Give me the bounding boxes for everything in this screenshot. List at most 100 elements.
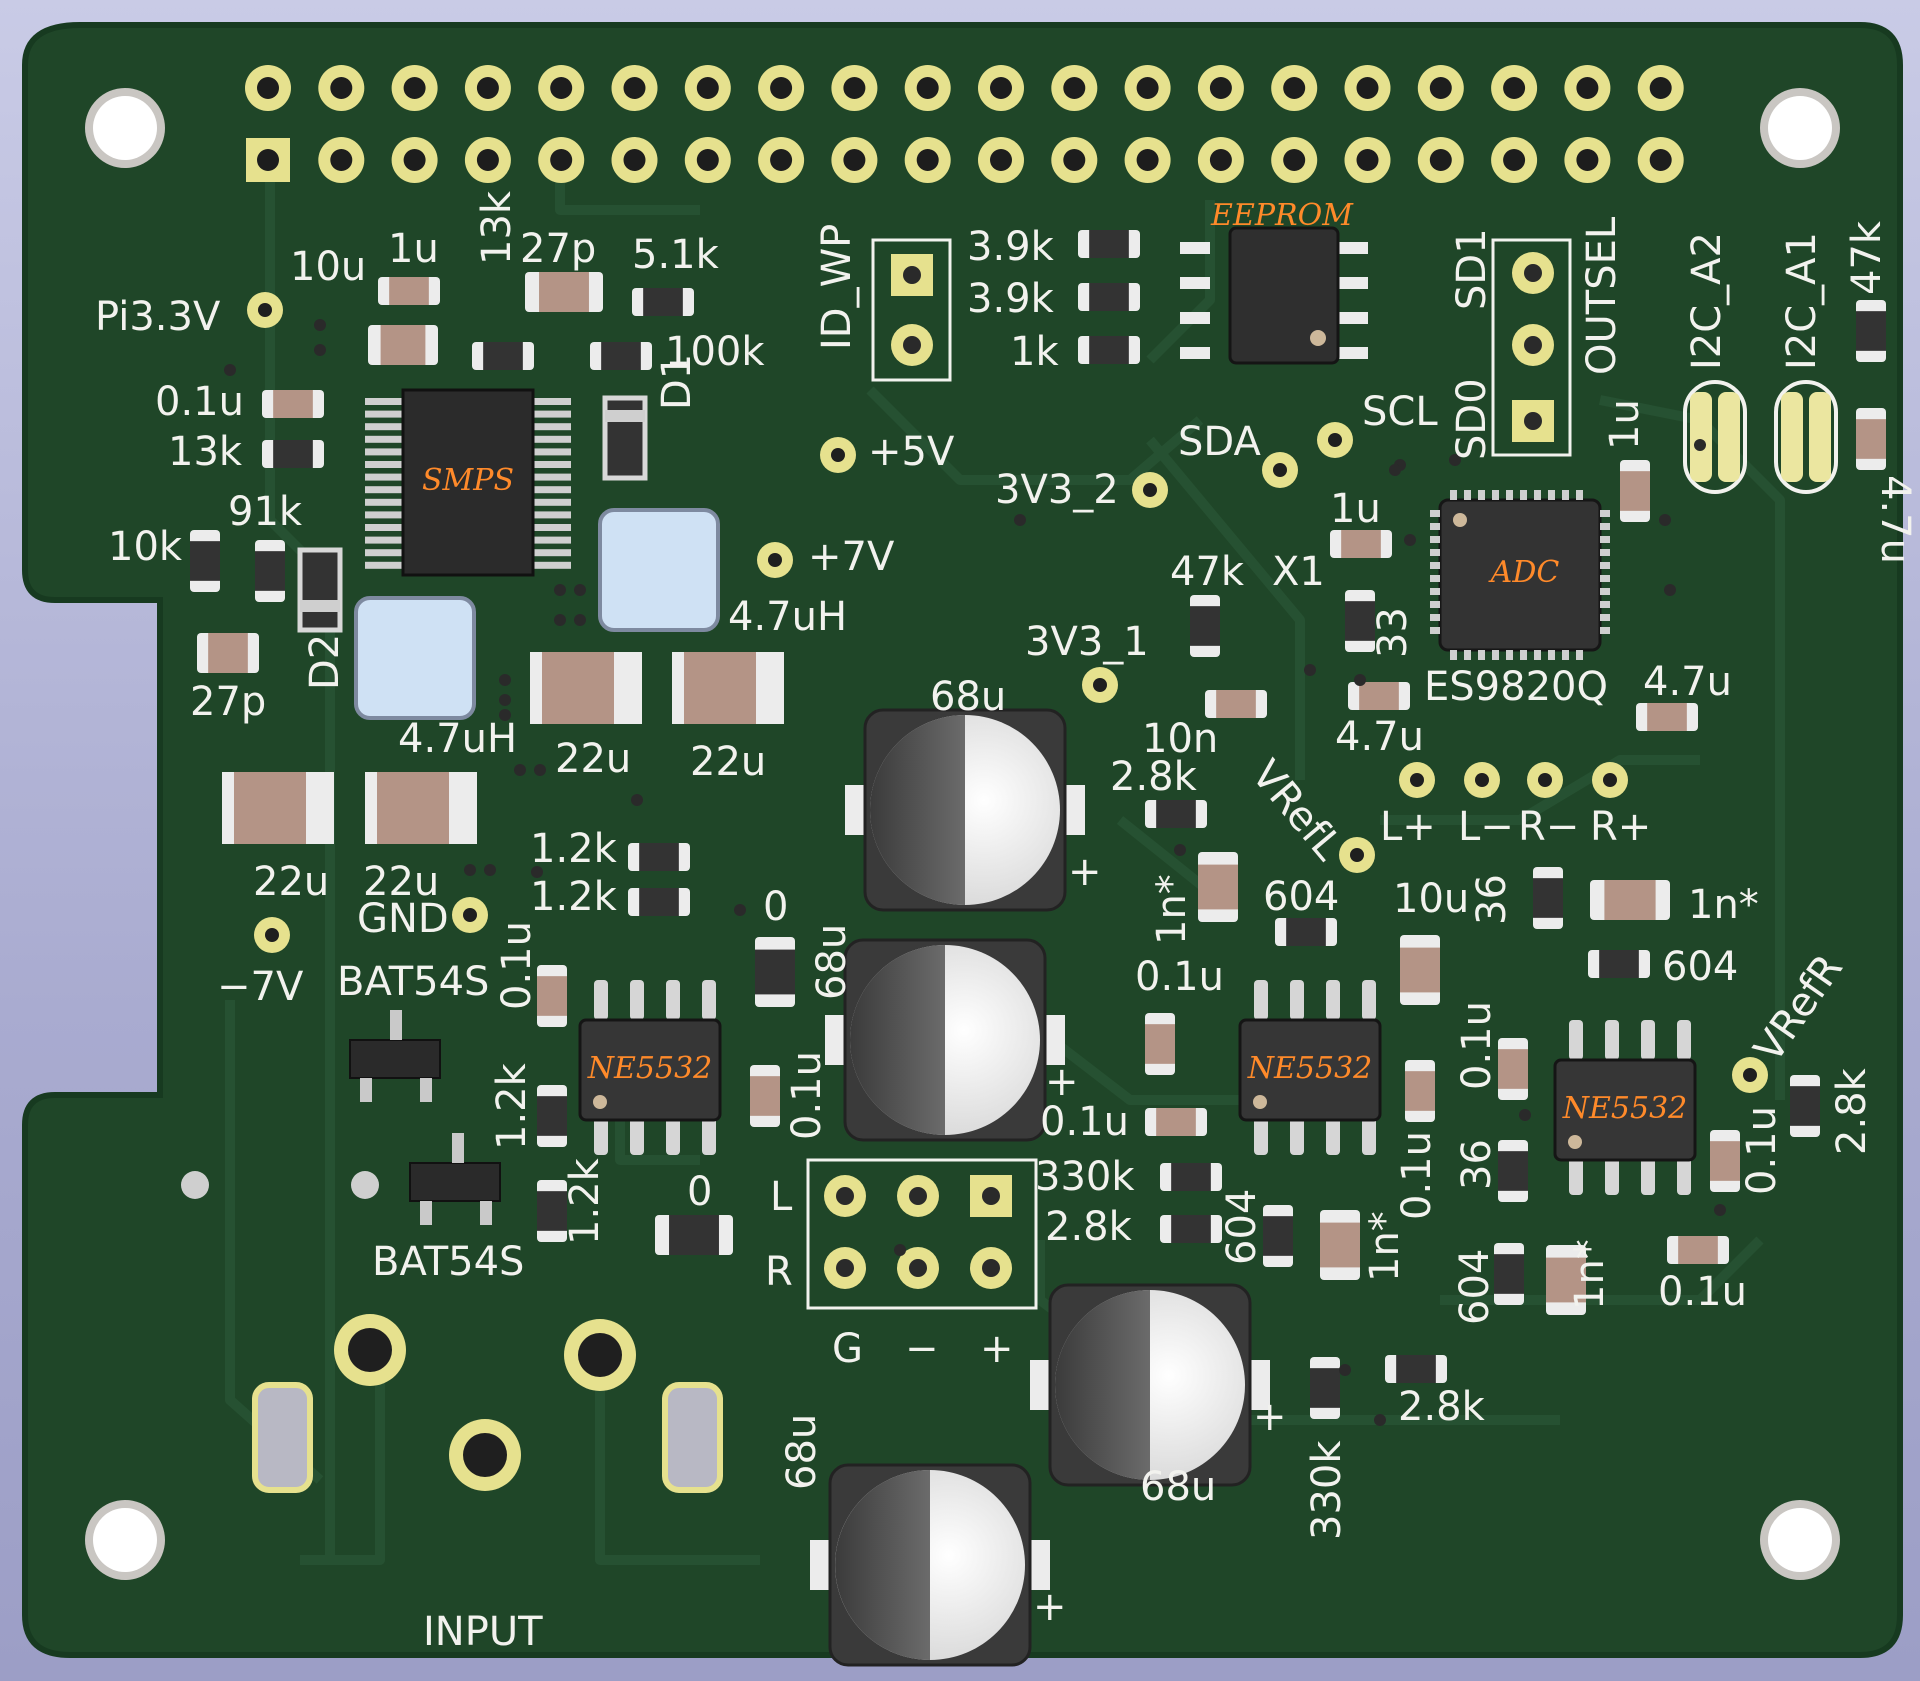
gpio-hole	[1209, 149, 1232, 171]
silk-label-r12k_b: 1.2k	[530, 874, 618, 920]
silk-label-rp: R+	[1590, 804, 1651, 850]
opamp-pin	[1641, 1020, 1655, 1060]
gpio-hole	[916, 149, 939, 171]
silk-label-c10u_a: 10u	[290, 244, 366, 290]
ceramic-caps-22u	[222, 652, 784, 844]
smd-component	[1710, 1130, 1740, 1192]
via	[1014, 514, 1026, 526]
smd-component	[1588, 950, 1650, 978]
opamp-pin	[702, 980, 716, 1020]
silk-label-bat54s_b: BAT54S	[372, 1239, 524, 1285]
gpio-hole	[1649, 149, 1672, 171]
smd-component	[1320, 1210, 1360, 1280]
silk-label-l47uh_a: 4.7uH	[728, 594, 847, 640]
smps-pin	[365, 561, 403, 569]
opamp-pin	[1290, 1115, 1304, 1155]
silk-label-r604_b: 604	[1662, 944, 1738, 990]
smps-pin	[533, 473, 571, 481]
smd-component	[1330, 530, 1392, 558]
smps-pin	[365, 549, 403, 557]
silk-label-r47k_a: 47k	[1844, 220, 1890, 295]
test-point-hole	[1350, 848, 1364, 862]
adc-pin	[1430, 614, 1440, 621]
smd-component	[1385, 1355, 1447, 1383]
silk-label-bat54s_a: BAT54S	[337, 959, 489, 1005]
silk-label-sd0: SD0	[1449, 378, 1495, 460]
silk-label-r12k_d: 1.2k	[562, 1157, 608, 1245]
smps-label: SMPS	[422, 463, 514, 498]
silk-label-r12k_a: 1.2k	[530, 826, 618, 872]
vias	[224, 319, 1726, 1426]
silk-label-r0_a: 0	[763, 884, 788, 930]
gpio-hole	[1503, 77, 1526, 99]
smd-component	[1198, 852, 1238, 922]
gpio-hole	[990, 149, 1012, 171]
silk-label-c10u_b: 10u	[1393, 876, 1469, 922]
silk-label-p5v: +5V	[868, 429, 955, 475]
test-point-hole	[1093, 678, 1107, 692]
gpio-hole	[770, 77, 793, 99]
smps-pin	[533, 423, 571, 431]
silk-label-hg: G	[832, 1326, 863, 1372]
smd-component	[1160, 1215, 1222, 1243]
gpio-hole	[1209, 77, 1232, 99]
smps-pin	[365, 435, 403, 443]
adc-pin	[1600, 588, 1610, 595]
gpio-hole	[843, 149, 866, 171]
smps-chip: SMPS	[365, 388, 571, 577]
silk-label-r13k_a: 13k	[474, 190, 520, 265]
gpio-hole	[1576, 149, 1599, 171]
silk-label-r47_b: 4.7u	[1872, 475, 1918, 564]
smd-component	[255, 540, 285, 602]
silk-label-c22u_b: 22u	[690, 739, 766, 785]
smps-pin	[533, 549, 571, 557]
via	[1664, 584, 1676, 596]
via	[314, 344, 326, 356]
smd-component	[632, 288, 694, 316]
silk-label-x1: X1	[1272, 549, 1325, 595]
opamp-pin	[1677, 1020, 1691, 1060]
smd-component	[1400, 935, 1440, 1005]
test-point-hole	[1143, 483, 1157, 497]
smd-component	[1078, 283, 1140, 311]
test-point-hole	[265, 928, 279, 942]
silk-label-hr: R	[765, 1249, 793, 1295]
adc-pin	[1430, 562, 1440, 569]
silk-label-c10n: 10n	[1142, 716, 1218, 762]
via	[1304, 664, 1316, 676]
smd-component	[1145, 1013, 1175, 1075]
via	[531, 866, 543, 878]
adc-pin	[1430, 536, 1440, 543]
silk-label-p7v: +7V	[808, 534, 895, 580]
smd-component	[262, 390, 324, 418]
adc-pin	[1478, 650, 1485, 660]
via	[554, 614, 566, 626]
gpio-header	[245, 65, 1684, 183]
adc-pin	[1430, 588, 1440, 595]
smps-pin	[365, 511, 403, 519]
adc-pin	[1430, 523, 1440, 530]
adc-pin	[1430, 549, 1440, 556]
adc-pin	[1562, 650, 1569, 660]
silk-label-c1u_c: 1u	[1330, 486, 1381, 532]
gpio-hole	[843, 77, 866, 99]
adc-pin	[1430, 627, 1440, 634]
adc-pin	[1450, 650, 1457, 660]
gpio-hole	[1063, 149, 1086, 171]
adc-pin	[1548, 650, 1555, 660]
silk-label-hplus: +	[980, 1326, 1014, 1372]
silk-label-m7v: −7V	[217, 964, 304, 1010]
gpio-hole	[403, 77, 426, 99]
smps-pin	[365, 536, 403, 544]
smd-component	[655, 1215, 733, 1255]
ceramic-cap-22u	[672, 652, 784, 724]
electrolytic-caps	[810, 708, 1270, 1667]
adc-pin	[1464, 650, 1471, 660]
smd-component	[750, 1065, 780, 1127]
gpio-hole	[403, 149, 426, 171]
smd-component	[1263, 1205, 1293, 1267]
via	[314, 319, 326, 331]
smd-component	[628, 843, 690, 871]
gpio-hole	[696, 77, 719, 99]
